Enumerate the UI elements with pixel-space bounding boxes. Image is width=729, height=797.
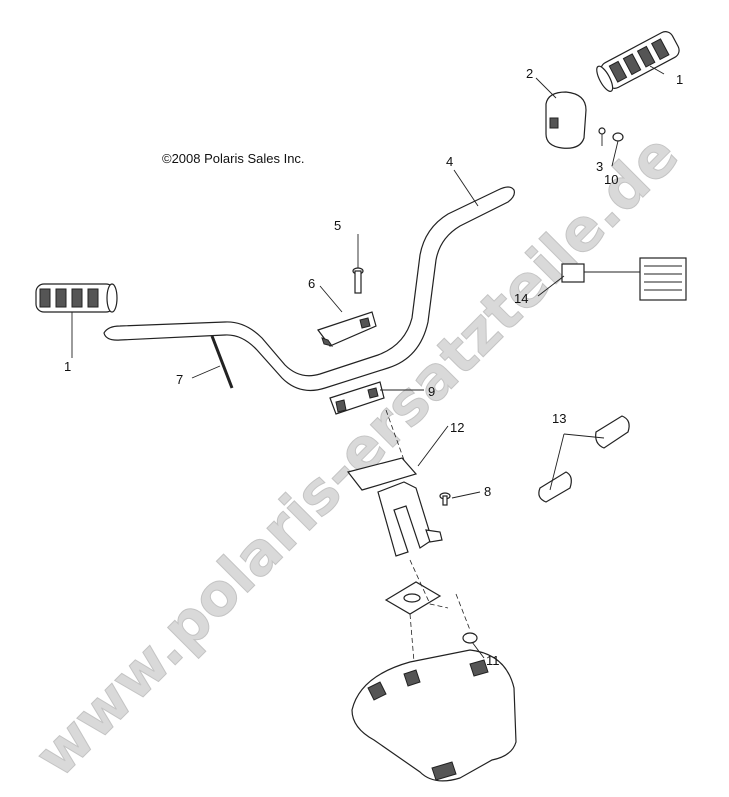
- callout-10: 10: [604, 172, 618, 187]
- callout-1-left: 1: [64, 359, 71, 374]
- screw-small: [598, 127, 606, 135]
- callout-8: 8: [484, 484, 491, 499]
- bracket: [346, 457, 443, 557]
- callout-5: 5: [334, 218, 341, 233]
- nut-pod: [462, 632, 478, 644]
- callout-13: 13: [552, 411, 566, 426]
- grip-left: [35, 283, 118, 313]
- assembly-line: [409, 559, 449, 609]
- leader-lines: [71, 65, 665, 659]
- screw-bracket: [439, 492, 451, 506]
- callout-12: 12: [450, 420, 464, 435]
- bolt-top: [352, 267, 364, 294]
- nut-small: [612, 132, 624, 142]
- end-rod: [210, 335, 234, 389]
- callout-7: 7: [176, 372, 183, 387]
- mounting-plate: [384, 581, 442, 615]
- handlebar: [103, 186, 515, 391]
- watermark-text: www.polaris-ersatzteile.de: [22, 121, 691, 790]
- callout-11: 11: [486, 653, 500, 668]
- callout-1-right: 1: [676, 72, 683, 87]
- callout-2: 2: [526, 66, 533, 81]
- pod-housing: [351, 649, 517, 782]
- assembly-line: [385, 409, 405, 461]
- callout-9: 9: [428, 384, 435, 399]
- callout-3: 3: [596, 159, 603, 174]
- callout-4: 4: [446, 154, 453, 169]
- assembly-line: [455, 593, 471, 631]
- callout-14: 14: [514, 291, 528, 306]
- heater-element: [561, 257, 687, 301]
- grip-right: [596, 31, 680, 92]
- throttle-housing: [545, 91, 587, 149]
- assembly-line: [409, 613, 415, 663]
- copyright-text: ©2008 Polaris Sales Inc.: [162, 151, 305, 166]
- clamp-upper: [317, 311, 377, 347]
- plug-pair: [538, 415, 630, 503]
- clamp-lower: [329, 381, 385, 415]
- callout-6: 6: [308, 276, 315, 291]
